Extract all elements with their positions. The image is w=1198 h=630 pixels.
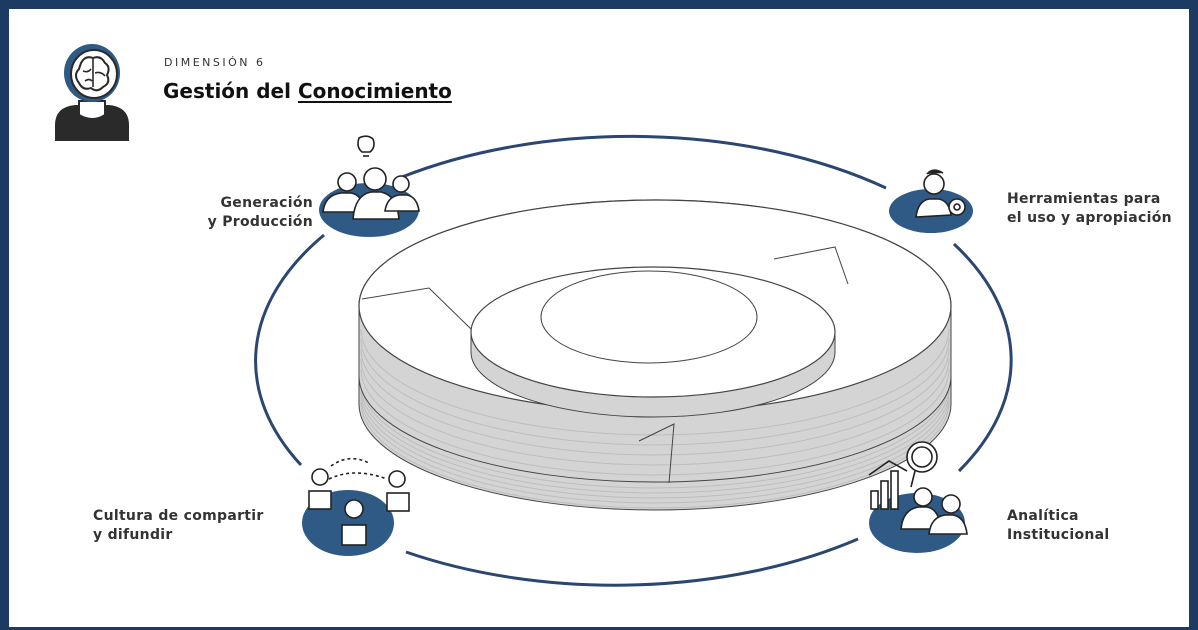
- cycle-arc-top: [401, 134, 887, 190]
- node-label-generacion-line2: y Producción: [207, 214, 313, 230]
- node-herramientas: [889, 169, 973, 233]
- node-label-analitica-line1: Analítica: [1007, 508, 1079, 524]
- head-brain-icon: [55, 44, 129, 141]
- page-title-part2: Conocimiento: [297, 79, 452, 103]
- stacked-disc: [358, 199, 952, 511]
- knowledge-cycle-diagram: [254, 134, 1013, 587]
- node-label-generacion: Generación y Producción: [187, 194, 313, 232]
- node-label-analitica: Analítica Institucional: [1007, 507, 1110, 545]
- node-cultura: [302, 457, 410, 556]
- person-gear-icon: [915, 169, 966, 218]
- node-label-herramientas: Herramientas para el uso y apropiación: [1007, 190, 1172, 228]
- page-title: Gestión del Conocimiento: [163, 79, 452, 103]
- cycle-arc-right: [952, 242, 1013, 473]
- node-generacion: [319, 135, 420, 237]
- cycle-arc-bottom: [405, 537, 859, 587]
- page-title-part1: Gestión del: [163, 79, 291, 103]
- people-idea-icon: [322, 135, 420, 220]
- node-label-cultura-line2: y difundir: [93, 527, 173, 543]
- node-analitica: [868, 441, 968, 553]
- dimension-label: DIMENSIÓN 6: [164, 56, 266, 69]
- node-label-herramientas-line1: Herramientas para: [1007, 191, 1161, 207]
- node-label-generacion-line1: Generación: [220, 195, 313, 211]
- node-label-herramientas-line2: el uso y apropiación: [1007, 210, 1172, 226]
- cycle-arc-left: [254, 233, 325, 467]
- node-label-analitica-line2: Institucional: [1007, 527, 1110, 543]
- node-label-cultura-line1: Cultura de compartir: [93, 508, 264, 524]
- node-label-cultura: Cultura de compartir y difundir: [93, 507, 264, 545]
- analytics-people-icon: [868, 441, 968, 535]
- people-sharing-icon: [308, 457, 410, 546]
